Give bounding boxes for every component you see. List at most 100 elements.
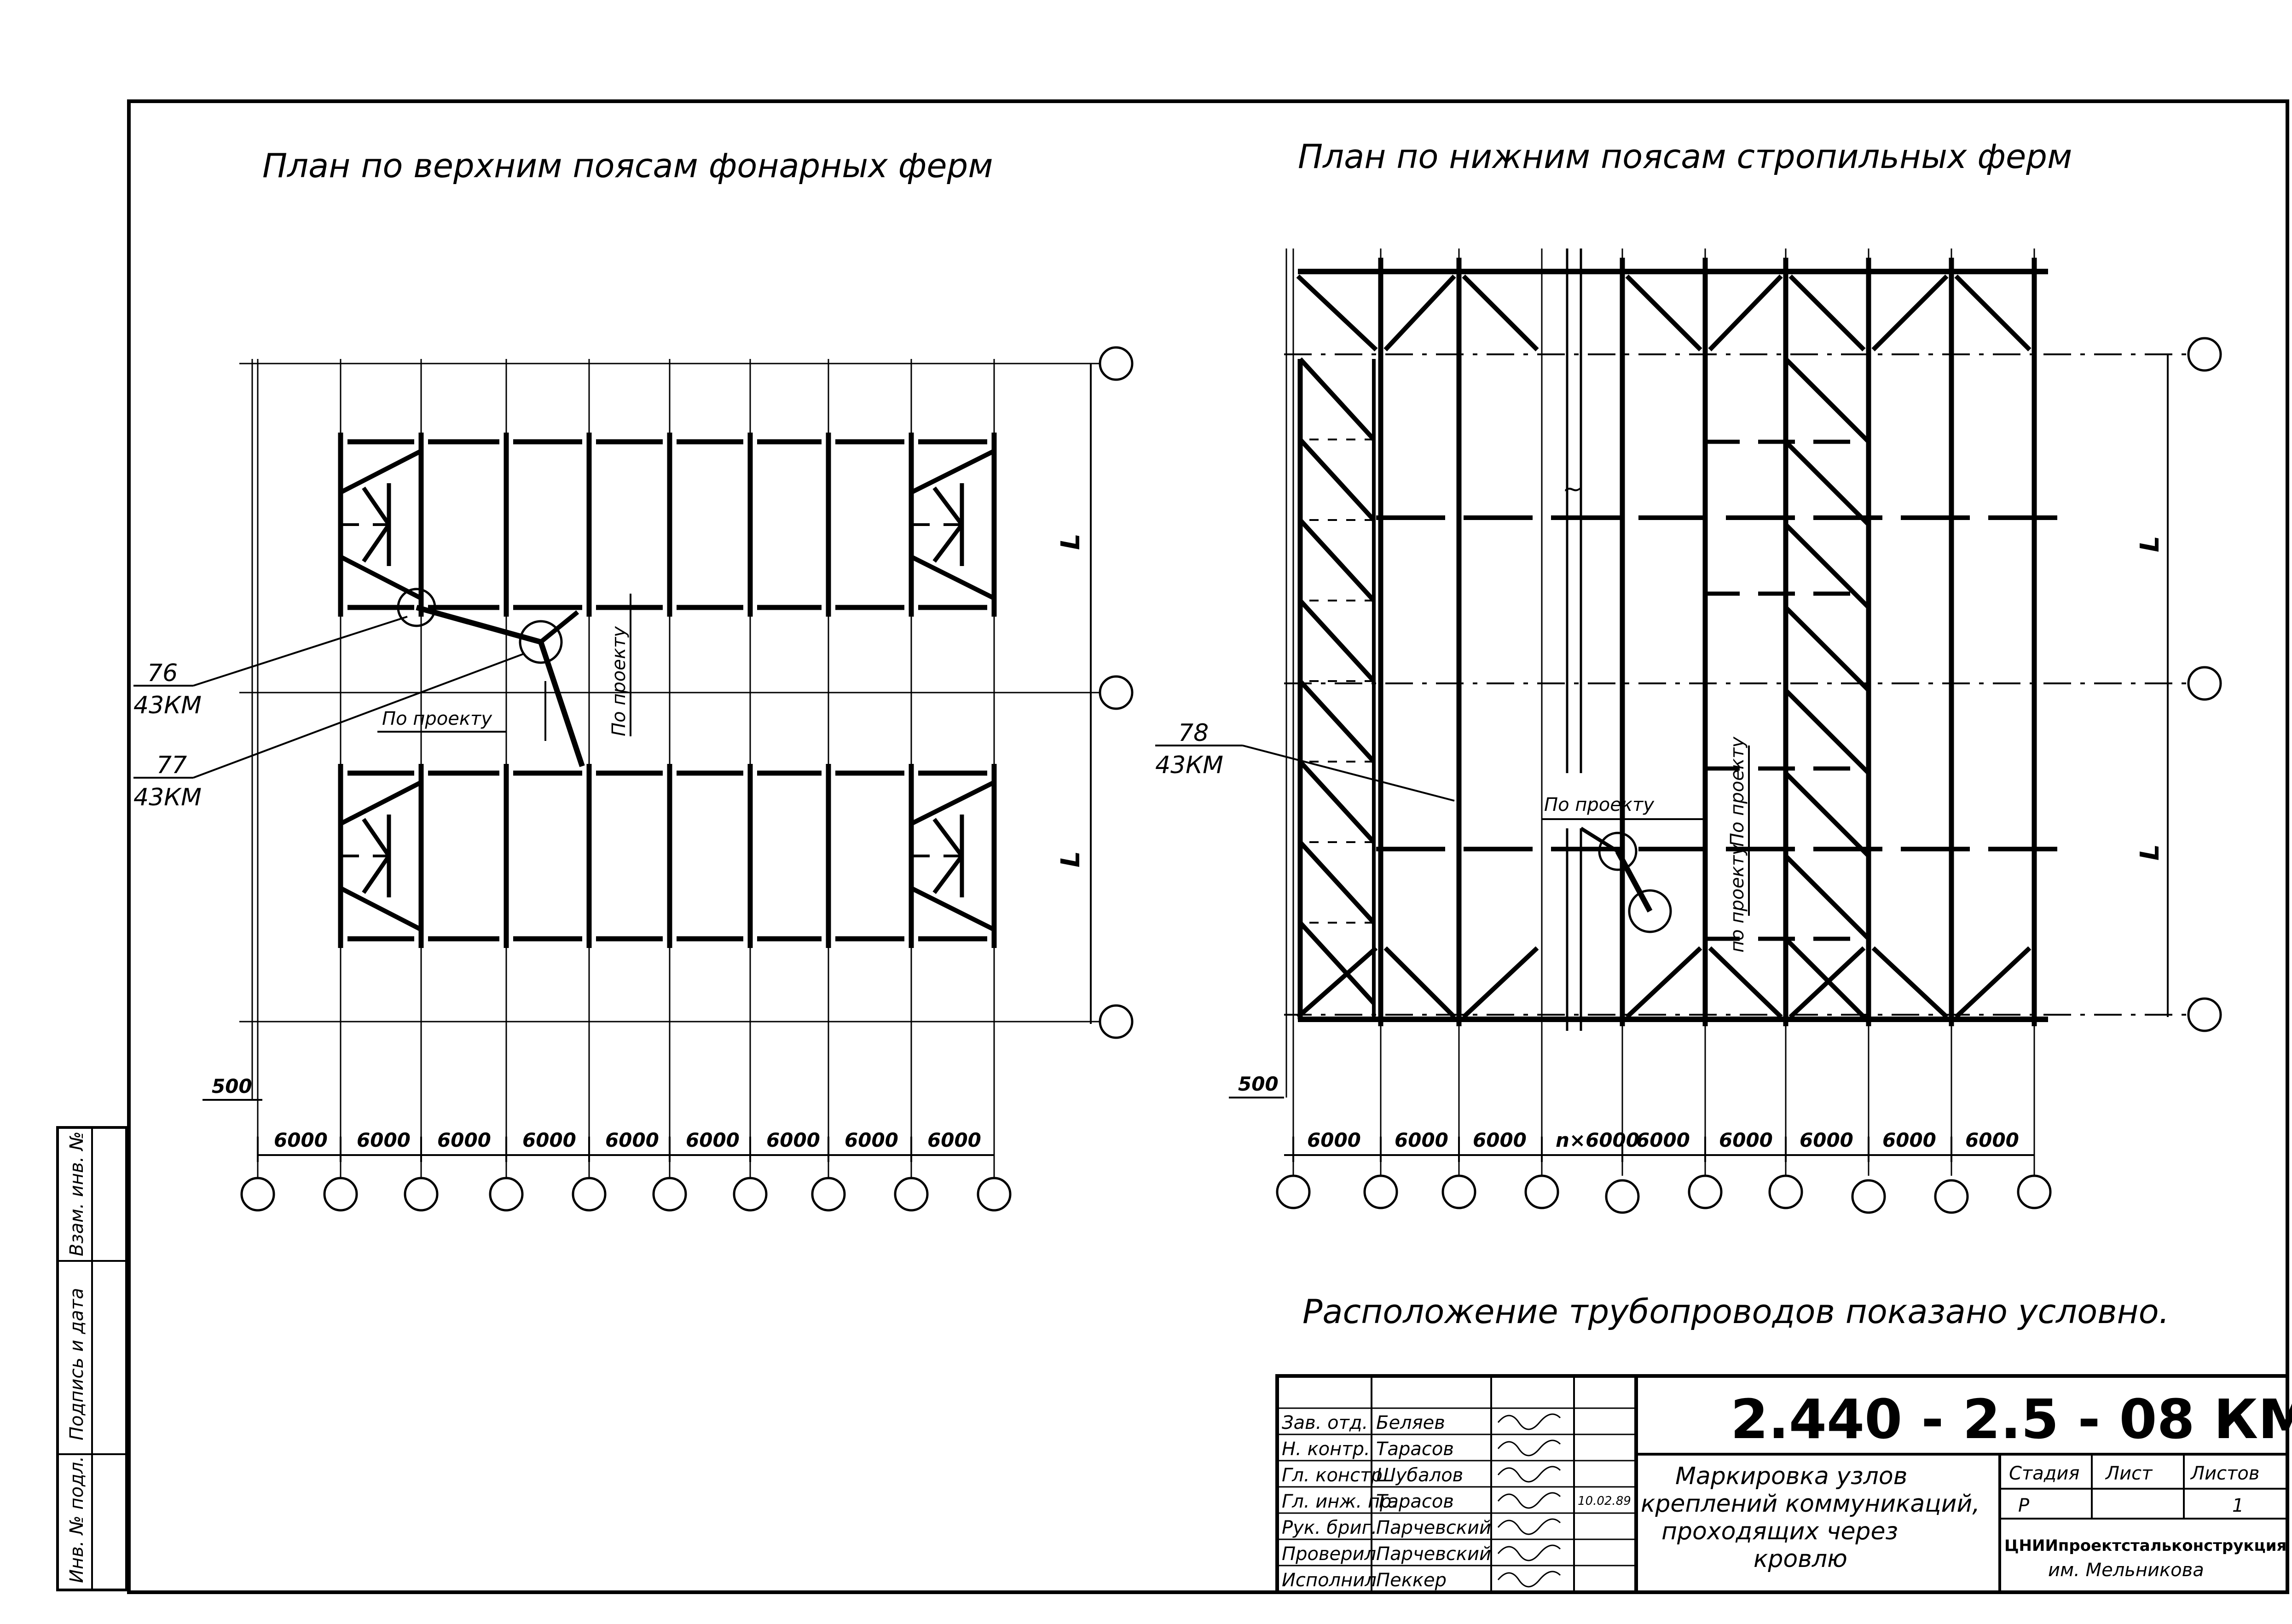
brace [339,780,423,826]
document-code: 2.440 - 2.5 - 08 КМ [1731,1387,2292,1451]
brace [339,449,423,495]
axis-bubble [572,1177,607,1212]
brace [1784,606,1870,692]
axis-bubble [1099,1004,1134,1039]
axis-bubble [2187,337,2222,372]
span-label-bottom: L [1056,851,1086,867]
leader-line [1242,745,1455,802]
mark-76-code: 43КМ [133,692,202,719]
brace [1383,946,1456,1019]
axis-bubble [1768,1174,1803,1209]
spacing-label: 6000 [1882,1129,1936,1151]
spacing-label: 6000 [766,1129,820,1151]
brace [1625,274,1702,352]
signature-mark [1497,1492,1561,1509]
spacing-label: 6000 [522,1129,576,1151]
offset-500-label-right: 500 [1238,1073,1279,1095]
sheet-title-line-2: креплений коммуникаций, [1641,1490,1980,1518]
brace [910,449,996,495]
right-truss-bracing [1296,258,2057,1026]
person-name: Пеккер [1376,1570,1447,1591]
person-role: Проверил [1282,1543,1376,1565]
right-plan: ~ 78 43КМ По проекту По проекту по проек… [1155,249,2222,1214]
brace [1298,679,1376,763]
organization-sub: им. Мельникова [2048,1560,2204,1581]
signature-mark [1497,1544,1561,1561]
offset-500-label: 500 [212,1075,252,1098]
brace [1298,518,1376,602]
person-name: Парчевский [1376,1543,1491,1565]
stage-header: Стадия [2009,1463,2079,1484]
brace [1296,274,1378,352]
axis-bubble [323,1177,358,1212]
note-po-proektu-horizontal-right: По проекту [1544,794,1655,815]
brace [1298,840,1376,925]
left-plan: 76 43КМ 77 43КМ По проекту По проекту L … [133,346,1134,1212]
person-date: 10.02.89 [1578,1494,1631,1508]
brace [1871,946,1949,1019]
brace [910,555,996,601]
brace [910,886,996,932]
brace [1784,357,1870,444]
node-77-circle [519,620,563,664]
spacing-label: 6000 [1800,1129,1853,1151]
brace [1708,946,1783,1019]
person-role: Н. контр. [1282,1439,1370,1460]
brace [1383,274,1456,352]
brace [362,523,391,563]
signature-mark [1497,1439,1561,1456]
stamp-sign-date: Подпись и дата [66,1288,87,1440]
axis-bubble [240,1177,275,1212]
brace [339,555,423,601]
person-role: Гл. констр. [1282,1465,1388,1486]
axis-bubble [894,1177,929,1212]
brace [1871,274,1949,352]
mark-78-number: 78 [1178,719,1209,747]
signature-mark [1497,1466,1561,1483]
pipe-line [1615,850,1653,913]
right-grid-lines [1284,249,2191,1176]
brace [362,818,391,857]
axis-bubble [652,1177,687,1212]
axis-bubble [811,1177,846,1212]
spacing-label: 6000 [686,1129,740,1151]
sheets-value: 1 [2232,1495,2244,1516]
sheet-title-line-1: Маркировка узлов [1675,1462,1907,1490]
brace [1708,274,1783,352]
pipe-line [538,641,585,767]
spacing-label: 6000 [845,1129,898,1151]
brace [932,523,964,563]
axis-bubble [1934,1179,1969,1214]
axis-bubble [1605,1179,1640,1214]
spacing-label: 6000 [1965,1129,2019,1151]
brace [1298,921,1376,1005]
note-po-proektu-horizontal: По проекту [382,708,492,729]
person-name: Тарасов [1376,1491,1454,1512]
axis-bubble [1441,1174,1476,1209]
note-po-proektu-vertical-right-2: по проекту [1727,844,1748,953]
brace [1784,688,1870,775]
node-78-lower [1628,889,1672,933]
brace [362,486,391,526]
brace [1298,438,1376,522]
axis-bubble [2187,666,2222,701]
axis-bubble [1363,1174,1398,1209]
person-name: Шубалов [1376,1465,1463,1486]
stage-value: Р [2018,1495,2030,1516]
axis-bubble [489,1177,524,1212]
mark-76-number: 76 [147,659,178,687]
spacing-label: 6000 [1395,1129,1448,1151]
signature-mark [1497,1518,1561,1535]
spacing-label: 6000 [927,1129,981,1151]
stamp-vzam-inv: Взам. инв. № [66,1131,87,1256]
brace [932,855,964,894]
axis-bubble [2017,1174,2052,1209]
pipe-line [539,610,579,644]
spacing-label: 6000 [1719,1129,1773,1151]
spacing-label: 6000 [1307,1129,1361,1151]
axis-bubble [733,1177,768,1212]
person-role: Рук. бриг. [1282,1517,1377,1538]
